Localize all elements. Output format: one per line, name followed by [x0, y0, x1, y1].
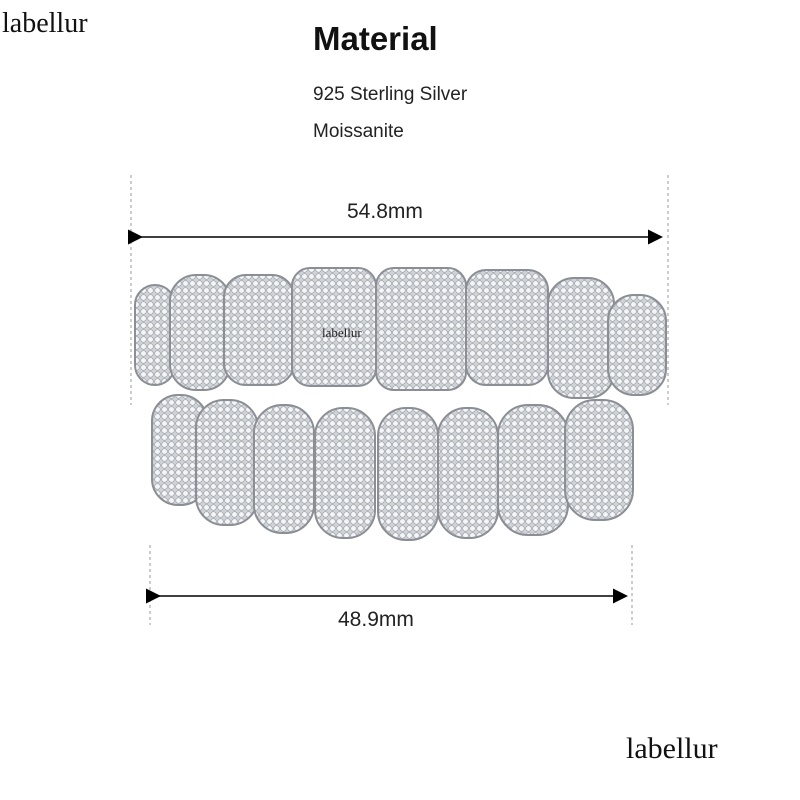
material-item: Moissanite [313, 121, 404, 142]
dimension-lines [130, 175, 669, 625]
bottom-width-label: 48.9mm [338, 608, 414, 631]
watermark-center: labellur [322, 325, 362, 340]
lower-teeth [151, 394, 634, 541]
watermark-top-left: labellur [2, 8, 88, 39]
upper-teeth [134, 267, 667, 399]
material-title: Material [313, 20, 438, 57]
material-item: 925 Sterling Silver [313, 84, 468, 105]
watermark-bottom-right: labellur [626, 732, 718, 765]
top-width-label: 54.8mm [347, 200, 423, 223]
